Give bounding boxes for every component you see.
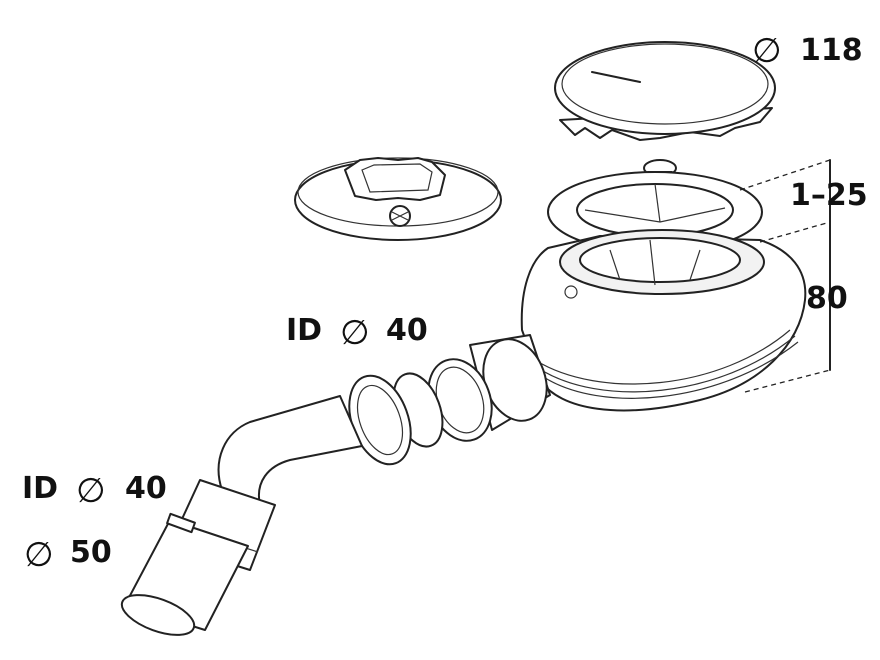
outlet-id-2-value: 40: [125, 471, 167, 506]
label-cover-diameter: ∅ 118: [752, 31, 863, 71]
diameter-symbol: ∅: [340, 313, 370, 353]
diameter-symbol: ∅: [24, 535, 54, 575]
cover-plate: [554, 41, 776, 141]
label-outlet-id-1: ID ∅ 40: [286, 313, 428, 353]
body-height-label: 80: [806, 281, 848, 316]
diameter-symbol: ∅: [752, 31, 782, 71]
dimension-lines: [739, 159, 831, 393]
grate-plate: [294, 157, 502, 241]
label-outlet-id-2: ID ∅ 40: [22, 471, 167, 511]
height-range-label: 1–25: [790, 178, 868, 213]
cover-diameter-value: 118: [800, 33, 863, 68]
outlet-od-value: 50: [70, 535, 112, 570]
label-outlet-od: ∅ 50: [24, 535, 112, 575]
outlet-id-1-text: ID: [286, 313, 322, 348]
elbow-pipe: [120, 395, 363, 636]
drain-body: [520, 229, 807, 412]
diameter-symbol: ∅: [76, 471, 106, 511]
outlet-id-2-text: ID: [22, 471, 58, 506]
outlet-id-1-value: 40: [386, 313, 428, 348]
